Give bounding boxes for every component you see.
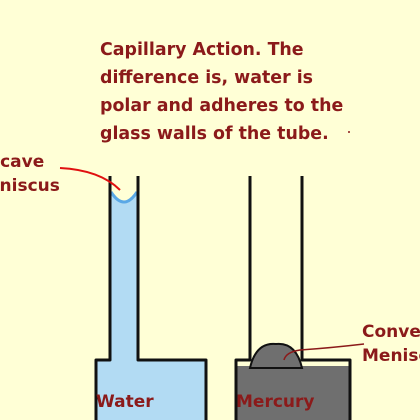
water-container-fill [96, 192, 206, 420]
caption: Capillary Action. The difference is, wat… [100, 36, 420, 148]
convex-meniscus-label: Convex Menisc [362, 320, 420, 368]
mercury-meniscus [248, 342, 304, 369]
convex-label-line-2: Menisc [362, 346, 420, 366]
caption-line-3: polar and adheres to the [100, 96, 344, 116]
caption-line-1: Capillary Action. The [100, 40, 304, 60]
caption-line-4: glass walls of the tube. [100, 124, 329, 144]
water-meniscus [109, 191, 139, 204]
mercury-container-fill [236, 366, 350, 420]
convex-label-line-1: Convex [362, 322, 420, 342]
mercury-label: Mercury [236, 392, 315, 412]
water-container-outline [94, 176, 208, 420]
caption-line-2: difference is, water is [100, 68, 314, 88]
convex-pointer [283, 343, 365, 361]
water-label: Water [96, 392, 154, 412]
concave-label-line-1: ncave [0, 152, 45, 172]
concave-pointer [59, 167, 121, 191]
mercury-container-outline [234, 176, 352, 420]
speck [348, 131, 350, 133]
